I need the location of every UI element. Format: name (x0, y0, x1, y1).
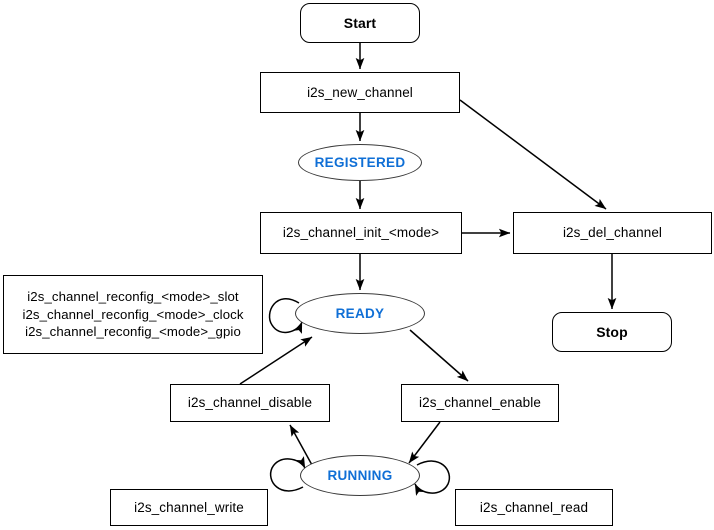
node-i2s-channel-disable[interactable]: i2s_channel_disable (170, 384, 330, 422)
edge-running-self-loop-write (269, 456, 306, 492)
edge-running-to-disable (289, 424, 313, 466)
node-i2s-channel-init-mode-label: i2s_channel_init_<mode> (282, 225, 440, 241)
node-i2s-new-channel-label: i2s_new_channel (307, 84, 413, 100)
node-i2s-channel-reconfig-label: i2s_channel_reconfig_<mode>_slot i2s_cha… (22, 288, 244, 340)
node-i2s-channel-enable[interactable]: i2s_channel_enable (401, 384, 559, 422)
node-stop[interactable]: Stop (552, 312, 672, 352)
running-ellipse-shape (300, 455, 420, 496)
state-running[interactable]: RUNNING (300, 455, 420, 496)
node-i2s-channel-write[interactable]: i2s_channel_write (110, 489, 268, 526)
state-registered[interactable]: REGISTERED (298, 144, 422, 181)
node-start[interactable]: Start (300, 3, 420, 43)
edge-new-channel-to-del-channel (459, 99, 607, 210)
state-running-label: RUNNING (327, 468, 393, 483)
registered-ellipse-shape (298, 144, 422, 181)
node-stop-label: Stop (596, 323, 628, 340)
node-i2s-channel-disable-label: i2s_channel_disable (187, 395, 313, 411)
state-ready-label: READY (335, 306, 385, 321)
node-i2s-new-channel[interactable]: i2s_new_channel (260, 72, 460, 113)
edge-disable-to-ready (239, 336, 313, 385)
edge-ready-to-enable (409, 329, 469, 382)
edge-ready-self-loop (268, 298, 303, 334)
state-registered-label: REGISTERED (314, 155, 406, 170)
edge-running-self-loop-read (414, 460, 451, 496)
node-i2s-del-channel[interactable]: i2s_del_channel (513, 212, 712, 254)
node-i2s-channel-enable-label: i2s_channel_enable (419, 395, 541, 411)
node-i2s-channel-read-label: i2s_channel_read (479, 499, 589, 515)
node-i2s-channel-reconfig[interactable]: i2s_channel_reconfig_<mode>_slot i2s_cha… (3, 275, 263, 354)
node-i2s-channel-read[interactable]: i2s_channel_read (455, 489, 613, 526)
node-i2s-channel-init-mode[interactable]: i2s_channel_init_<mode> (260, 212, 462, 254)
node-i2s-channel-write-label: i2s_channel_write (134, 499, 244, 515)
node-i2s-del-channel-label: i2s_del_channel (562, 225, 663, 241)
edge-enable-to-running (408, 421, 441, 464)
ready-ellipse-shape (295, 293, 425, 334)
state-ready[interactable]: READY (295, 293, 425, 334)
node-start-label: Start (343, 14, 377, 31)
